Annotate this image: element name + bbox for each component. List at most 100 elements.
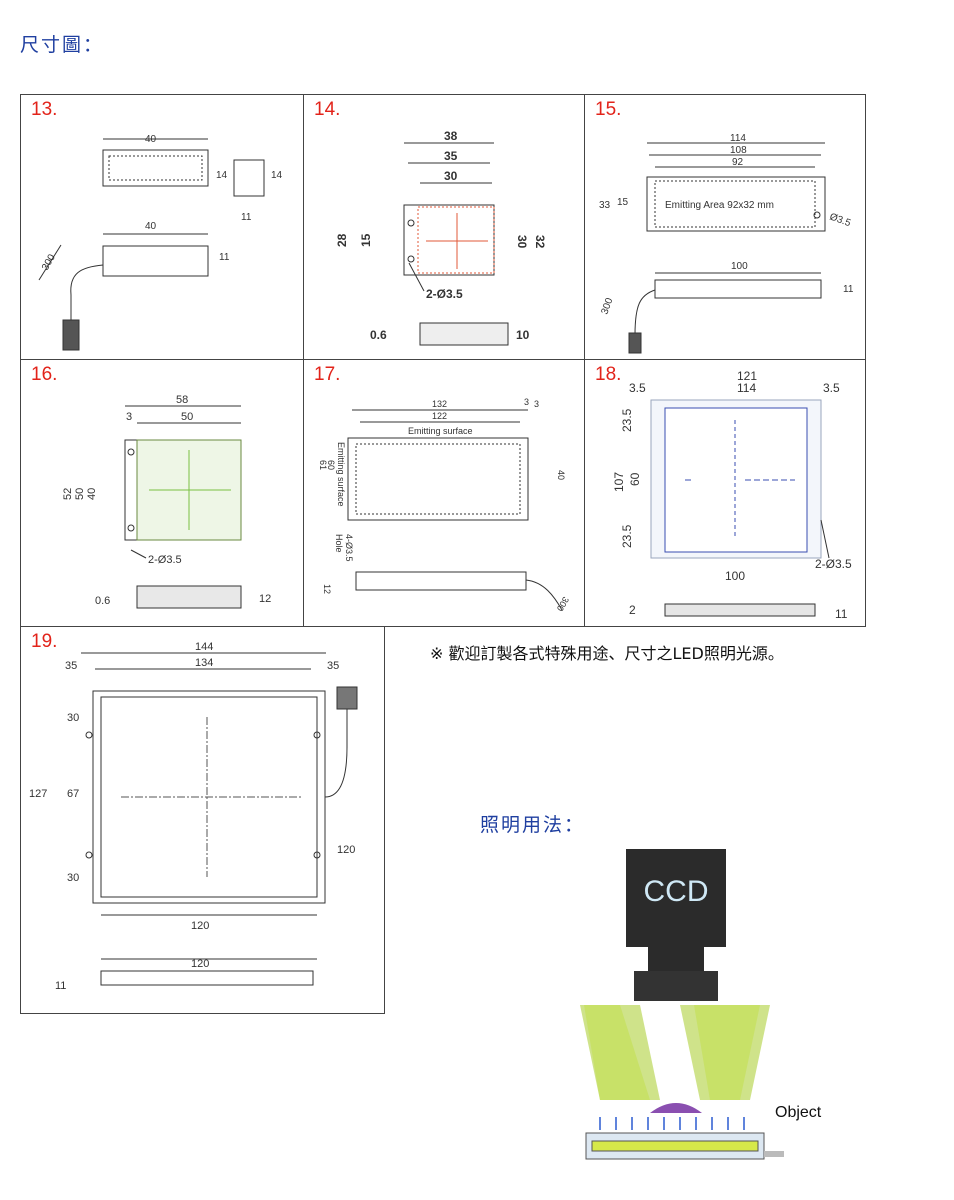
dim-label: 11 (55, 980, 66, 992)
dim-label: Emitting surface (408, 426, 473, 436)
object-label: Object (775, 1104, 822, 1121)
camera-mount (648, 947, 704, 971)
connector (764, 1151, 784, 1157)
drawing-17: 132 122 3 3 Emitting surface 40 Emitting… (318, 397, 571, 613)
panel-14: 14. 38 35 30 28 15 30 32 2-Ø3.5 0.6 10 (303, 94, 585, 360)
led-strip (591, 1140, 759, 1152)
dim-label: 300 (555, 595, 571, 613)
dim-label: 23.5 (620, 524, 634, 548)
dim-label: Emitting surface (336, 442, 346, 507)
dim-label: 38 (444, 129, 458, 143)
panel-16: 16. 58 3 50 52 50 40 2-Ø3.5 0.6 12 (20, 359, 304, 627)
dim-label: 92 (732, 157, 744, 168)
dim-label: 114 (737, 381, 756, 395)
dim-label: 14 (216, 170, 228, 181)
dim-label: 132 (432, 399, 447, 409)
dim-label: 52 (62, 488, 74, 500)
drawing-14: 38 35 30 28 15 30 32 2-Ø3.5 0.6 10 (335, 129, 547, 346)
dim-label: 127 (29, 788, 47, 800)
dim-label: 50 (181, 411, 193, 423)
dim-label: 32 (533, 235, 547, 249)
dim-label: 100 (731, 261, 748, 272)
dim-label: 50 (74, 488, 86, 500)
object-dome (650, 1103, 702, 1113)
dim-label: 58 (176, 394, 188, 406)
light-arrows (599, 1117, 745, 1130)
dim-label: 2-Ø3.5 (148, 554, 182, 566)
dim-label: 4-Ø3.5 (344, 534, 354, 562)
dim-label: 114 (730, 133, 746, 144)
camera-lens (634, 971, 718, 1001)
dim-label: 11 (219, 252, 230, 263)
dim-label: 100 (725, 569, 745, 583)
dim-label: 60 (326, 460, 336, 470)
dim-label: 144 (195, 641, 213, 653)
panel-13: 13. 40 14 14 11 40 11 300 (20, 94, 304, 360)
dim-label: 30 (444, 169, 458, 183)
custom-order-note: ※ 歡迎訂製各式特殊用途、尺寸之LED照明光源。 (430, 644, 784, 663)
dim-label: 35 (327, 660, 339, 672)
dim-label: 35 (444, 149, 458, 163)
dim-label: 120 (191, 920, 209, 932)
drawing-18: 121 114 3.5 3.5 23.5 107 60 23.5 100 2-Ø… (612, 369, 852, 621)
dim-label: Emitting Area 92x32 mm (665, 200, 774, 211)
drawing-19: 144 134 35 35 30 127 67 30 120 120 120 1… (29, 641, 358, 992)
drawing-15: 114 108 92 Emitting Area 92x32 mm 33 15 … (599, 133, 854, 354)
dim-label: 121 (737, 369, 757, 383)
dim-label: 12 (259, 593, 271, 605)
dim-label: 40 (556, 470, 566, 480)
dim-label: 11 (843, 284, 854, 295)
panel-number: 13. (31, 99, 58, 120)
dim-label: 15 (617, 197, 629, 208)
dim-label: 300 (599, 296, 615, 316)
dim-label: 11 (835, 607, 848, 621)
dim-label: 14 (271, 170, 283, 181)
dim-label: 40 (145, 221, 157, 232)
panel-number: 14. (314, 99, 341, 120)
dim-label: 35 (65, 660, 77, 672)
panel-number: 16. (31, 364, 58, 385)
dim-label: 3 (524, 397, 529, 407)
usage-diagram: CCD Object (580, 849, 822, 1160)
dim-label: 3.5 (629, 381, 646, 395)
ccd-label: CCD (644, 875, 709, 908)
dim-label: 2-Ø3.5 (815, 557, 852, 571)
dim-label: 40 (86, 488, 98, 500)
panel-number: 17. (314, 364, 341, 385)
dim-label: 3 (126, 411, 132, 423)
dim-label: 67 (67, 788, 79, 800)
dim-label: 0.6 (370, 328, 387, 342)
dim-label: 30 (515, 235, 529, 249)
dim-label: 40 (145, 134, 157, 145)
panel-19: 19. 144 134 35 35 30 127 67 30 120 120 1… (20, 626, 385, 1014)
dim-label: 134 (195, 657, 213, 669)
dim-label: 61 (318, 460, 328, 470)
dim-label: 2 (629, 603, 636, 617)
dim-label: 300 (40, 252, 58, 272)
dim-label: 30 (67, 712, 79, 724)
drawing-13: 40 14 14 11 40 11 300 (38, 134, 283, 351)
panel-number: 15. (595, 99, 622, 120)
dim-label: 2-Ø3.5 (426, 287, 463, 301)
dim-label: 0.6 (95, 595, 110, 607)
usage-heading: 照明用法： (480, 814, 586, 836)
dim-label: Hole (334, 534, 344, 553)
dim-label: 10 (516, 328, 530, 342)
dim-label: 3.5 (823, 381, 840, 395)
dim-label: 33 (599, 200, 611, 211)
drawing-16: 58 3 50 52 50 40 2-Ø3.5 0.6 12 (62, 394, 271, 609)
dim-label: 60 (628, 472, 642, 486)
panel-17: 17. 132 122 3 3 Emitting surface 40 Emit… (303, 359, 585, 627)
dim-label: 28 (335, 233, 349, 247)
dim-label: 12 (322, 584, 332, 594)
dim-label: 120 (191, 958, 209, 970)
dim-label: Ø3.5 (828, 211, 853, 229)
dim-label: 3 (534, 399, 539, 409)
dim-label: 15 (359, 233, 373, 247)
panel-number: 18. (595, 364, 622, 385)
panel-18: 18. 121 114 3.5 3.5 23.5 107 60 23.5 100… (584, 359, 866, 627)
dim-label: 30 (67, 872, 79, 884)
dimensions-heading: 尺寸圖： (20, 34, 105, 56)
panel-number: 19. (31, 631, 58, 652)
dim-label: 108 (730, 145, 747, 156)
